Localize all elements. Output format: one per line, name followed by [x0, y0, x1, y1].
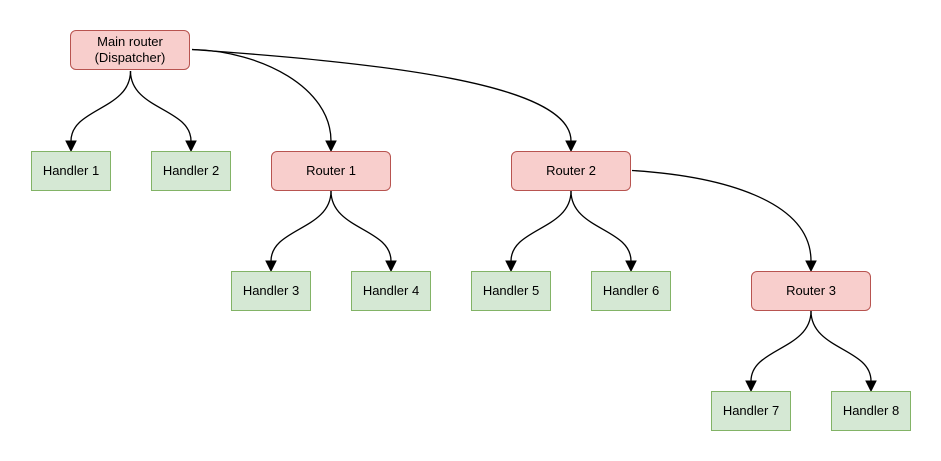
- node-main-router: Main router (Dispatcher): [70, 30, 190, 70]
- edge-main-to-router1: [191, 48, 331, 142]
- node-handler-3: Handler 3: [231, 271, 311, 311]
- edge-router2-to-handler5: [511, 190, 572, 261]
- node-handler-6: Handler 6: [591, 271, 671, 311]
- node-handler-5: Handler 5: [471, 271, 551, 311]
- node-handler-1: Handler 1: [31, 151, 111, 191]
- edge-main-to-handler1: [71, 70, 132, 141]
- edge-main-to-router2: [191, 48, 571, 142]
- edge-router3-to-handler7: [751, 310, 812, 381]
- node-router-1: Router 1: [271, 151, 391, 191]
- node-router-2: Router 2: [511, 151, 631, 191]
- edge-main-to-handler2: [129, 70, 192, 141]
- node-handler-2: Handler 2: [151, 151, 231, 191]
- edge-router3-to-handler8: [810, 310, 871, 381]
- edge-router2-to-router3: [631, 169, 811, 262]
- edge-router1-to-handler3: [271, 190, 332, 261]
- node-handler-8: Handler 8: [831, 391, 911, 431]
- edge-router2-to-handler6: [570, 190, 631, 261]
- node-handler-4: Handler 4: [351, 271, 431, 311]
- edge-router1-to-handler4: [330, 190, 391, 261]
- node-router-3: Router 3: [751, 271, 871, 311]
- node-handler-7: Handler 7: [711, 391, 791, 431]
